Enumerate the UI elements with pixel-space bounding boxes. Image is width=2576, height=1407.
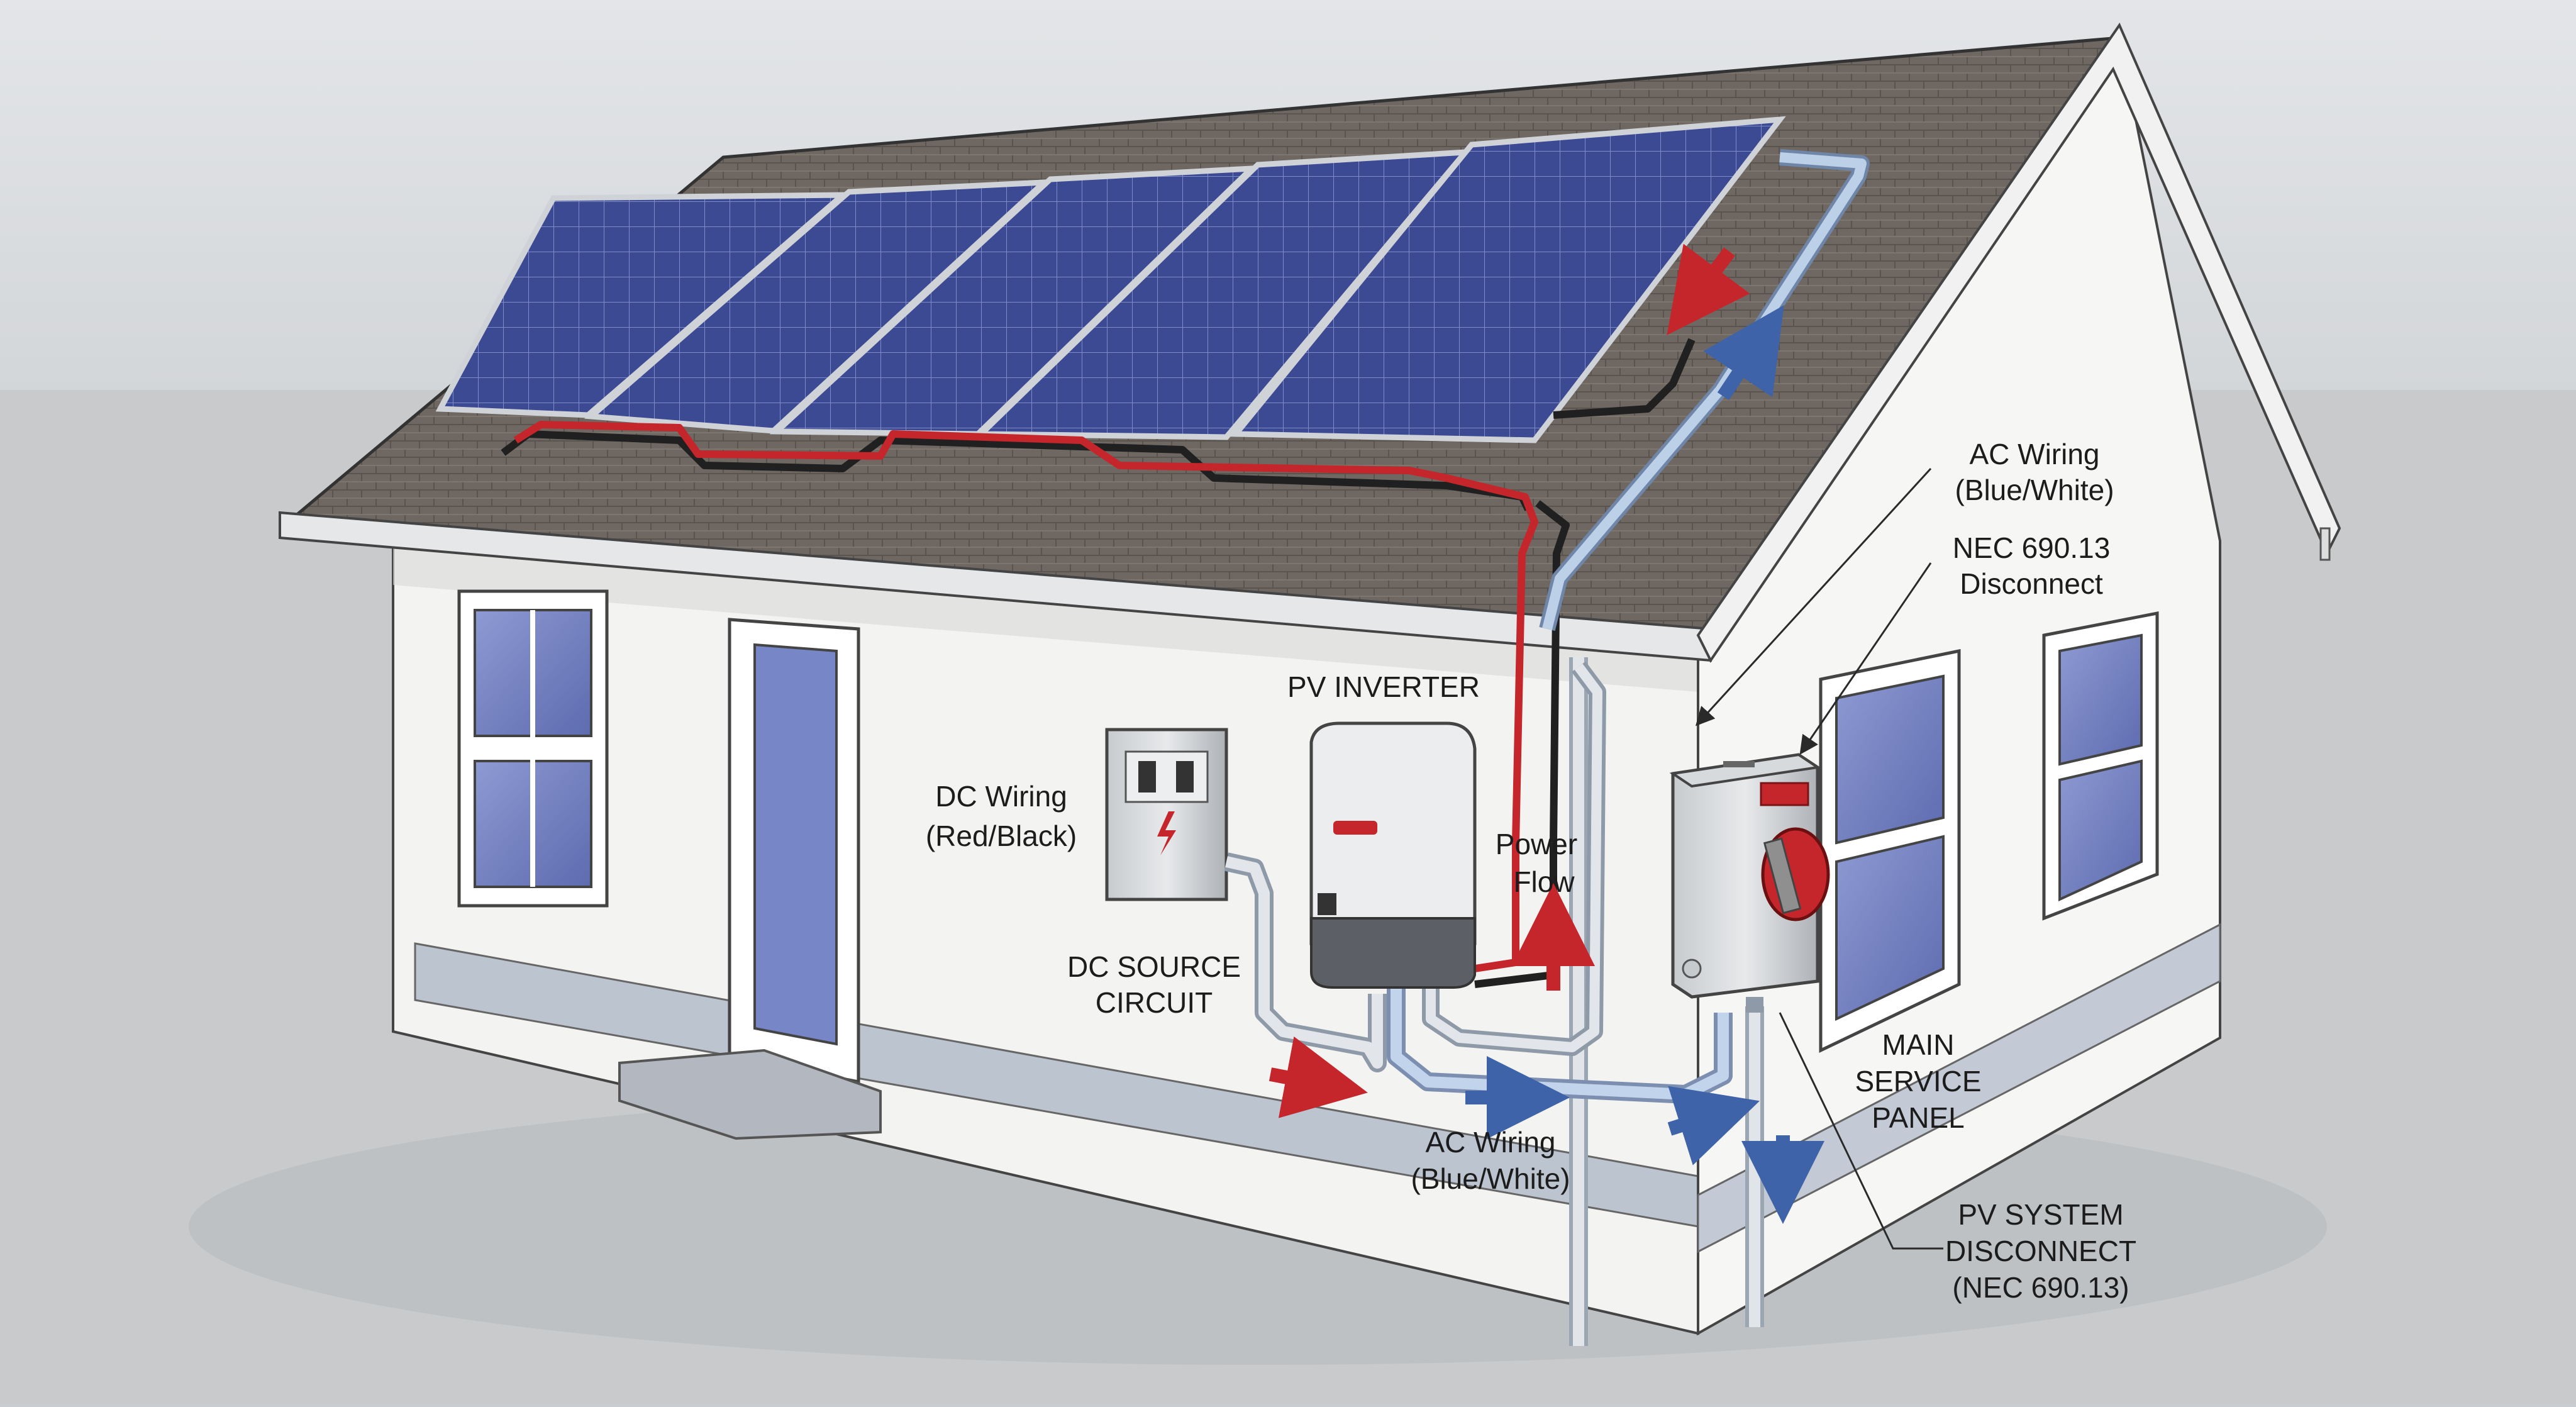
ac-conduit-roof bbox=[1539, 149, 1870, 631]
window-left bbox=[457, 589, 609, 908]
label-pv-inverter: PV INVERTER bbox=[1287, 670, 1480, 703]
svg-text:Flow: Flow bbox=[1513, 865, 1575, 898]
label-main-service-panel: MAIN SERVICE PANEL bbox=[1855, 1028, 1981, 1134]
svg-text:DC Wiring: DC Wiring bbox=[935, 780, 1067, 813]
flow-arrow-icon bbox=[1269, 1036, 1368, 1118]
label-nec-disconnect: NEC 690.13 Disconnect bbox=[1953, 531, 2111, 600]
flow-arrow-icon bbox=[1667, 1086, 1760, 1165]
label-dc-wiring: DC Wiring (Red/Black) bbox=[926, 780, 1077, 852]
svg-text:Disconnect: Disconnect bbox=[1960, 567, 2103, 600]
inverter-icon bbox=[1309, 721, 1477, 989]
svg-text:MAIN: MAIN bbox=[1882, 1028, 1955, 1061]
flow-arrow-icon bbox=[1667, 243, 1750, 335]
solar-panel-icon bbox=[1230, 116, 1786, 443]
svg-text:DC SOURCE: DC SOURCE bbox=[1067, 950, 1241, 983]
flow-arrow-icon bbox=[1703, 305, 1784, 401]
solar-array bbox=[435, 116, 1786, 443]
svg-text:SERVICE: SERVICE bbox=[1855, 1065, 1981, 1098]
label-power-flow: Power Flow bbox=[1496, 828, 1577, 898]
label-pv-system-disconnect: PV SYSTEM DISCONNECT (NEC 690.13) bbox=[1945, 1198, 2136, 1304]
svg-text:(Blue/White): (Blue/White) bbox=[1955, 474, 2114, 506]
svg-text:Power: Power bbox=[1496, 828, 1577, 860]
window-gable-right bbox=[2042, 611, 2159, 921]
lightning-icon bbox=[1157, 811, 1176, 855]
svg-text:NEC 690.13: NEC 690.13 bbox=[1953, 531, 2111, 564]
label-dc-source-circuit: DC SOURCE CIRCUIT bbox=[1067, 950, 1241, 1019]
svg-text:PV SYSTEM: PV SYSTEM bbox=[1958, 1198, 2123, 1231]
svg-text:(Blue/White): (Blue/White) bbox=[1411, 1162, 1570, 1195]
svg-text:PANEL: PANEL bbox=[1872, 1101, 1964, 1134]
label-ac-wiring-top: AC Wiring (Blue/White) bbox=[1955, 438, 2114, 506]
door bbox=[618, 618, 882, 1140]
svg-text:AC Wiring: AC Wiring bbox=[1425, 1126, 1555, 1159]
breaker-panel-icon bbox=[1669, 753, 1821, 999]
dc-wiring-roof bbox=[501, 338, 1696, 843]
svg-text:(NEC 690.13): (NEC 690.13) bbox=[1952, 1271, 2129, 1304]
svg-text:(Red/Black): (Red/Black) bbox=[926, 820, 1077, 852]
solar-panel-icon bbox=[435, 192, 851, 418]
svg-text:CIRCUIT: CIRCUIT bbox=[1096, 986, 1213, 1019]
label-ac-wiring-bottom: AC Wiring (Blue/White) bbox=[1411, 1126, 1570, 1195]
svg-text:AC Wiring: AC Wiring bbox=[1969, 438, 2099, 470]
window-gable-left bbox=[1819, 648, 1961, 1053]
svg-text:DISCONNECT: DISCONNECT bbox=[1945, 1235, 2136, 1267]
solar-panel-icon bbox=[974, 148, 1472, 440]
dc-disconnect-box bbox=[1105, 728, 1228, 901]
disconnect-switch-icon bbox=[1761, 827, 1830, 921]
svg-text:PV INVERTER: PV INVERTER bbox=[1287, 670, 1480, 703]
leader-lines bbox=[1695, 467, 1943, 1250]
